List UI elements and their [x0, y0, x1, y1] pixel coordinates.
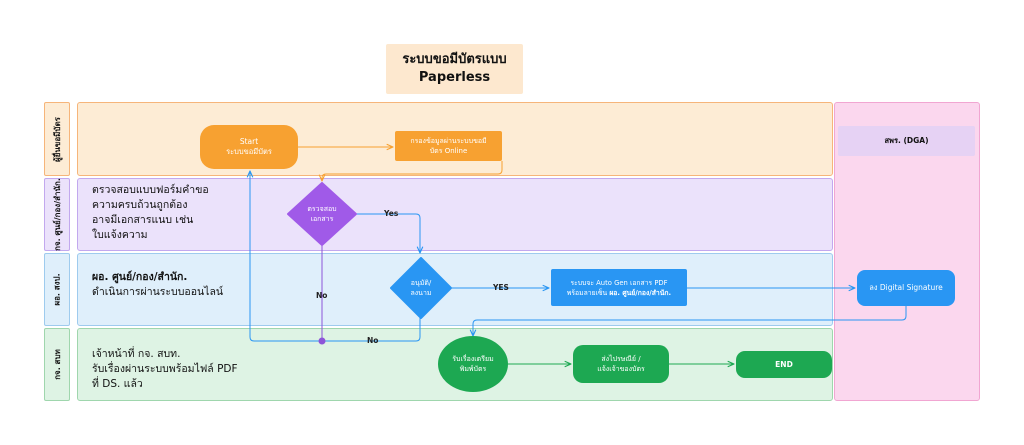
- edge-check-to-approve: [357, 213, 420, 253]
- lane-label-applicant: ผู้ยื่นขอมีบัตร: [44, 102, 70, 176]
- deliver-node[interactable]: ส่งไปรษณีย์ / แจ้งเจ้าของบัตร: [573, 345, 669, 383]
- lane-label-division: กจ. ศูนย์/กอง/สำนัก.: [44, 178, 70, 251]
- end-node[interactable]: END: [736, 351, 832, 378]
- approve-diamond[interactable]: [390, 257, 452, 319]
- check-docs-diamond[interactable]: [287, 182, 357, 246]
- approve-label: อนุมัติ/ ลงนาม: [410, 279, 432, 297]
- edge-no-back-to-start: [250, 171, 322, 342]
- edge-approve-no: [322, 317, 421, 342]
- edge-label-no-check: No: [316, 291, 328, 300]
- edge-label-yes-approve: YES: [493, 283, 509, 292]
- lane-label-director: ผอ. สงป.: [44, 253, 70, 326]
- edge-sig-to-receive: [473, 306, 907, 336]
- lane-director: [77, 253, 833, 326]
- director-description: ผอ. ศูนย์/กอง/สำนัก. ดำเนินการผ่านระบบออ…: [92, 271, 224, 298]
- digital-signature-node[interactable]: ลง Digital Signature: [857, 270, 955, 306]
- connector-dot: [318, 337, 326, 345]
- auto-gen-node[interactable]: ระบบจะ Auto Gen เอกสาร PDF พร้อมลายเซ็น …: [551, 269, 687, 306]
- title-line2: Paperless: [418, 70, 491, 85]
- fill-form-node[interactable]: กรองข้อมูลผ่านระบบขอมี บัตร Online: [395, 131, 502, 161]
- edge-label-no-approve: No: [367, 336, 379, 345]
- start-node[interactable]: Start ระบบขอมีบัตร: [200, 125, 298, 169]
- edge-label-yes-check: Yes: [384, 209, 399, 218]
- division-description: ตรวจสอบแบบฟอร์มคำขอ ความครบถ้วนถูกต้อง อ…: [92, 184, 209, 241]
- check-docs-label: ตรวจสอบ เอกสาร: [307, 205, 337, 223]
- lane-label-hr: กจ. สบท: [44, 328, 70, 401]
- dga-header: สพร. (DGA): [838, 126, 975, 156]
- lane-division: [77, 178, 833, 251]
- receive-node[interactable]: รับเรื่องเตรียม พิมพ์บัตร: [438, 336, 508, 392]
- hr-description: เจ้าหน้าที่ กจ. สบท. รับเรื่องผ่านระบบพร…: [92, 348, 238, 390]
- title-line1: ระบบขอมีบัตรแบบ: [402, 52, 507, 67]
- edge-form-to-check: [322, 161, 503, 181]
- diagram-title: ระบบขอมีบัตรแบบ Paperless: [386, 44, 523, 94]
